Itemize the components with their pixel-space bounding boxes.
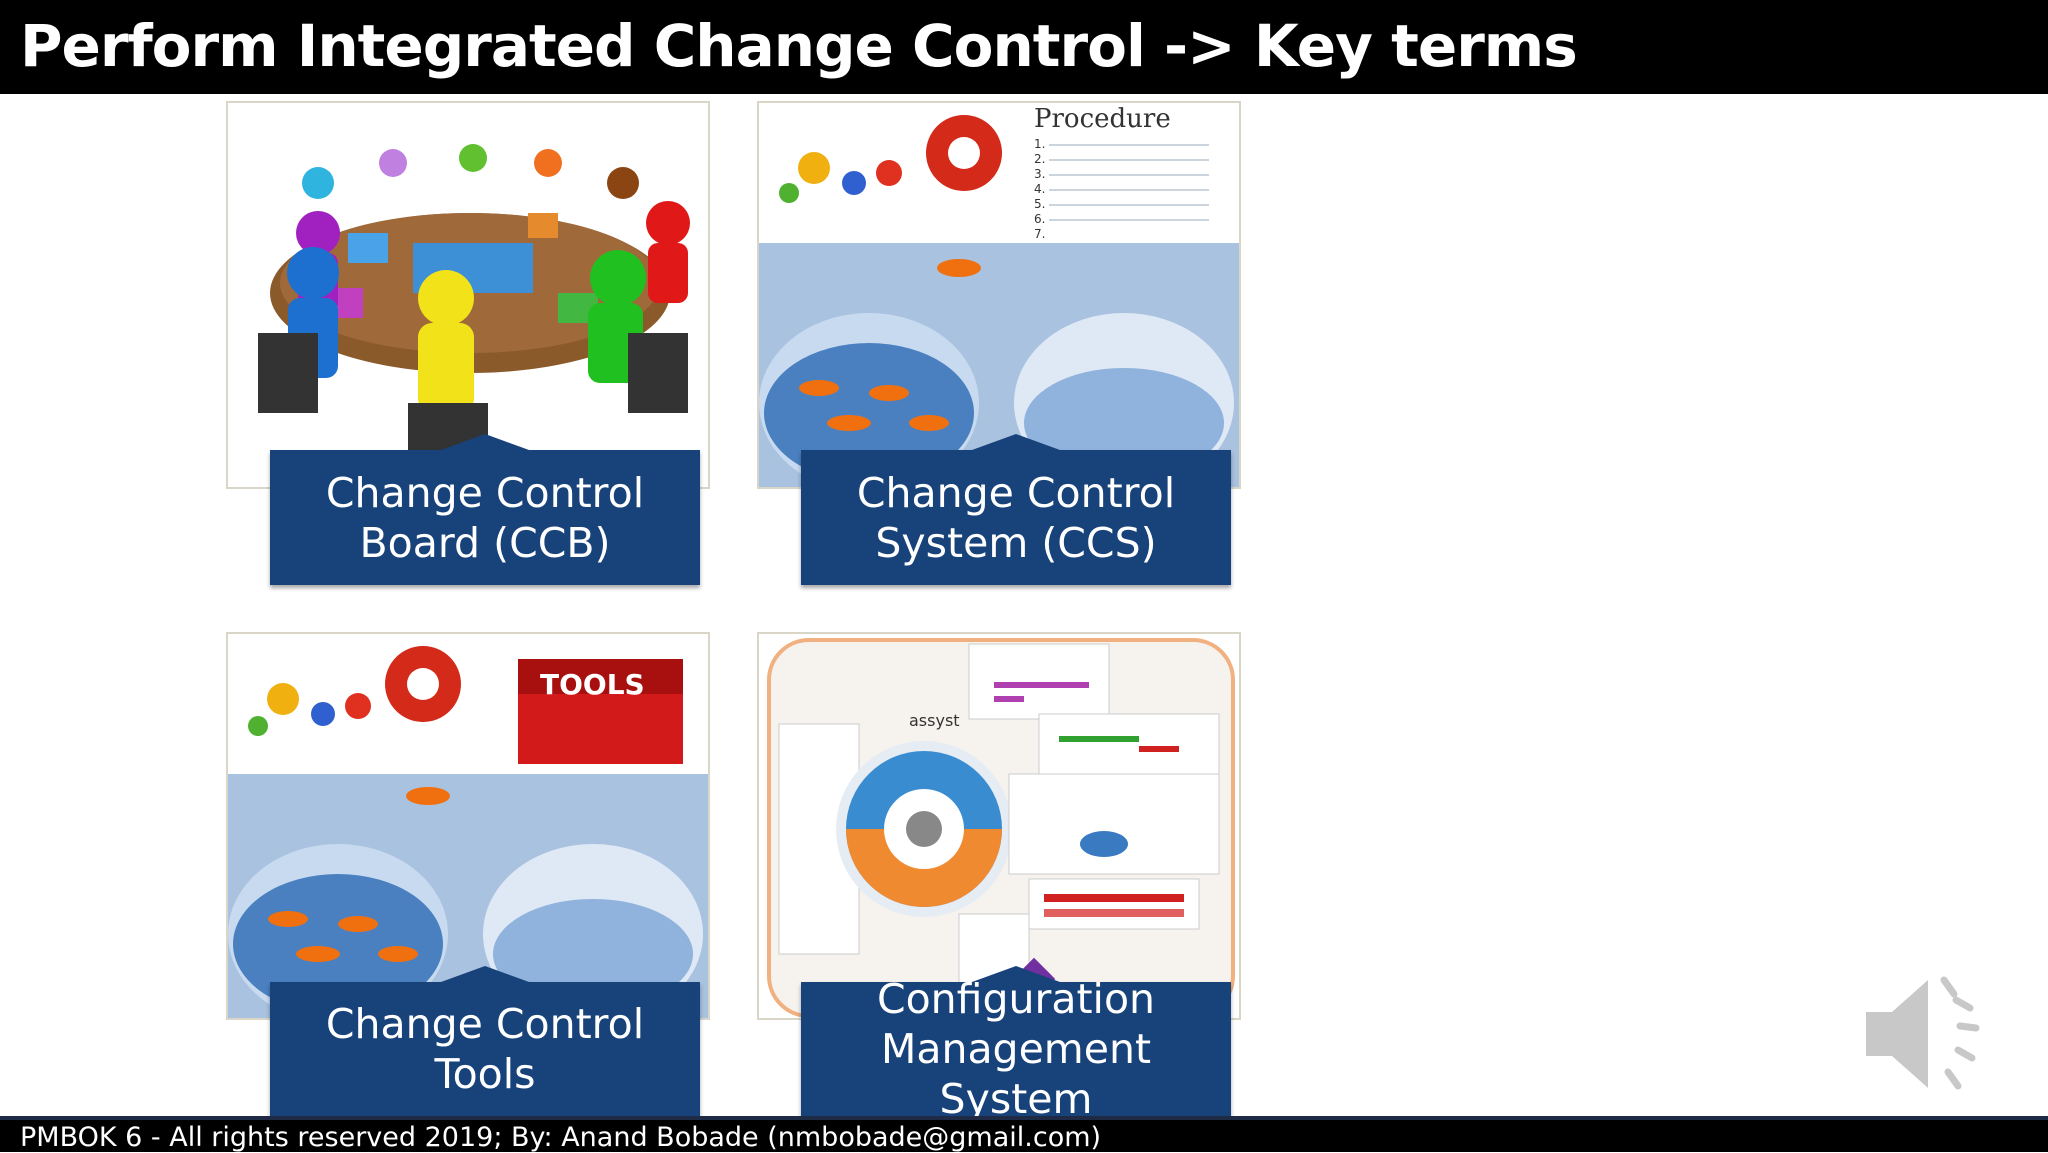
footer-bar: PMBOK 6 - All rights reserved 2019; By: … [0,1116,2048,1153]
label-text: Change Control System (CCS) [856,468,1176,567]
label-configuration-management-system: Configuration Management System [801,975,1231,1123]
assyst-text: assyst [909,711,960,730]
assyst-cloud-diagram-icon: assyst [759,634,1239,1018]
procedure-text: Procedure [1034,104,1171,134]
procedure-step-6: 6. [1034,212,1045,226]
slide-title: Perform Integrated Change Control -> Key… [20,12,1578,80]
procedure-step-7: 7. [1034,227,1045,241]
procedure-step-3: 3. [1034,167,1045,181]
procedure-fishbowl-icon: Procedure 1. 2. 3. 4. 5. 6. 7. [759,103,1239,487]
label-change-control-system: Change Control System (CCS) [801,450,1231,585]
procedure-step-5: 5. [1034,197,1045,211]
procedure-step-2: 2. [1034,152,1045,166]
card-ccb-image [226,101,710,489]
label-text: Configuration Management System [876,975,1156,1123]
label-text: Change Control Board (CCB) [325,468,645,567]
label-change-control-tools: Change Control Tools [270,982,700,1116]
label-change-control-board: Change Control Board (CCB) [270,450,700,585]
card-ccs-image: Procedure 1. 2. 3. 4. 5. 6. 7. [757,101,1241,489]
meeting-table-puzzle-icon [258,144,690,463]
footer-copyright: PMBOK 6 - All rights reserved 2019; By: … [20,1122,1102,1153]
procedure-step-4: 4. [1034,182,1045,196]
title-bar: Perform Integrated Change Control -> Key… [0,0,2048,94]
tools-text: TOOLS [540,668,645,701]
procedure-step-1: 1. [1034,137,1045,151]
card-cms-image: assyst [757,632,1241,1020]
card-tools-image: TOOLS [226,632,710,1020]
speaker-icon[interactable] [1862,970,1992,1100]
tools-fishbowl-icon: TOOLS [228,634,708,1018]
label-text: Change Control Tools [325,1000,645,1098]
